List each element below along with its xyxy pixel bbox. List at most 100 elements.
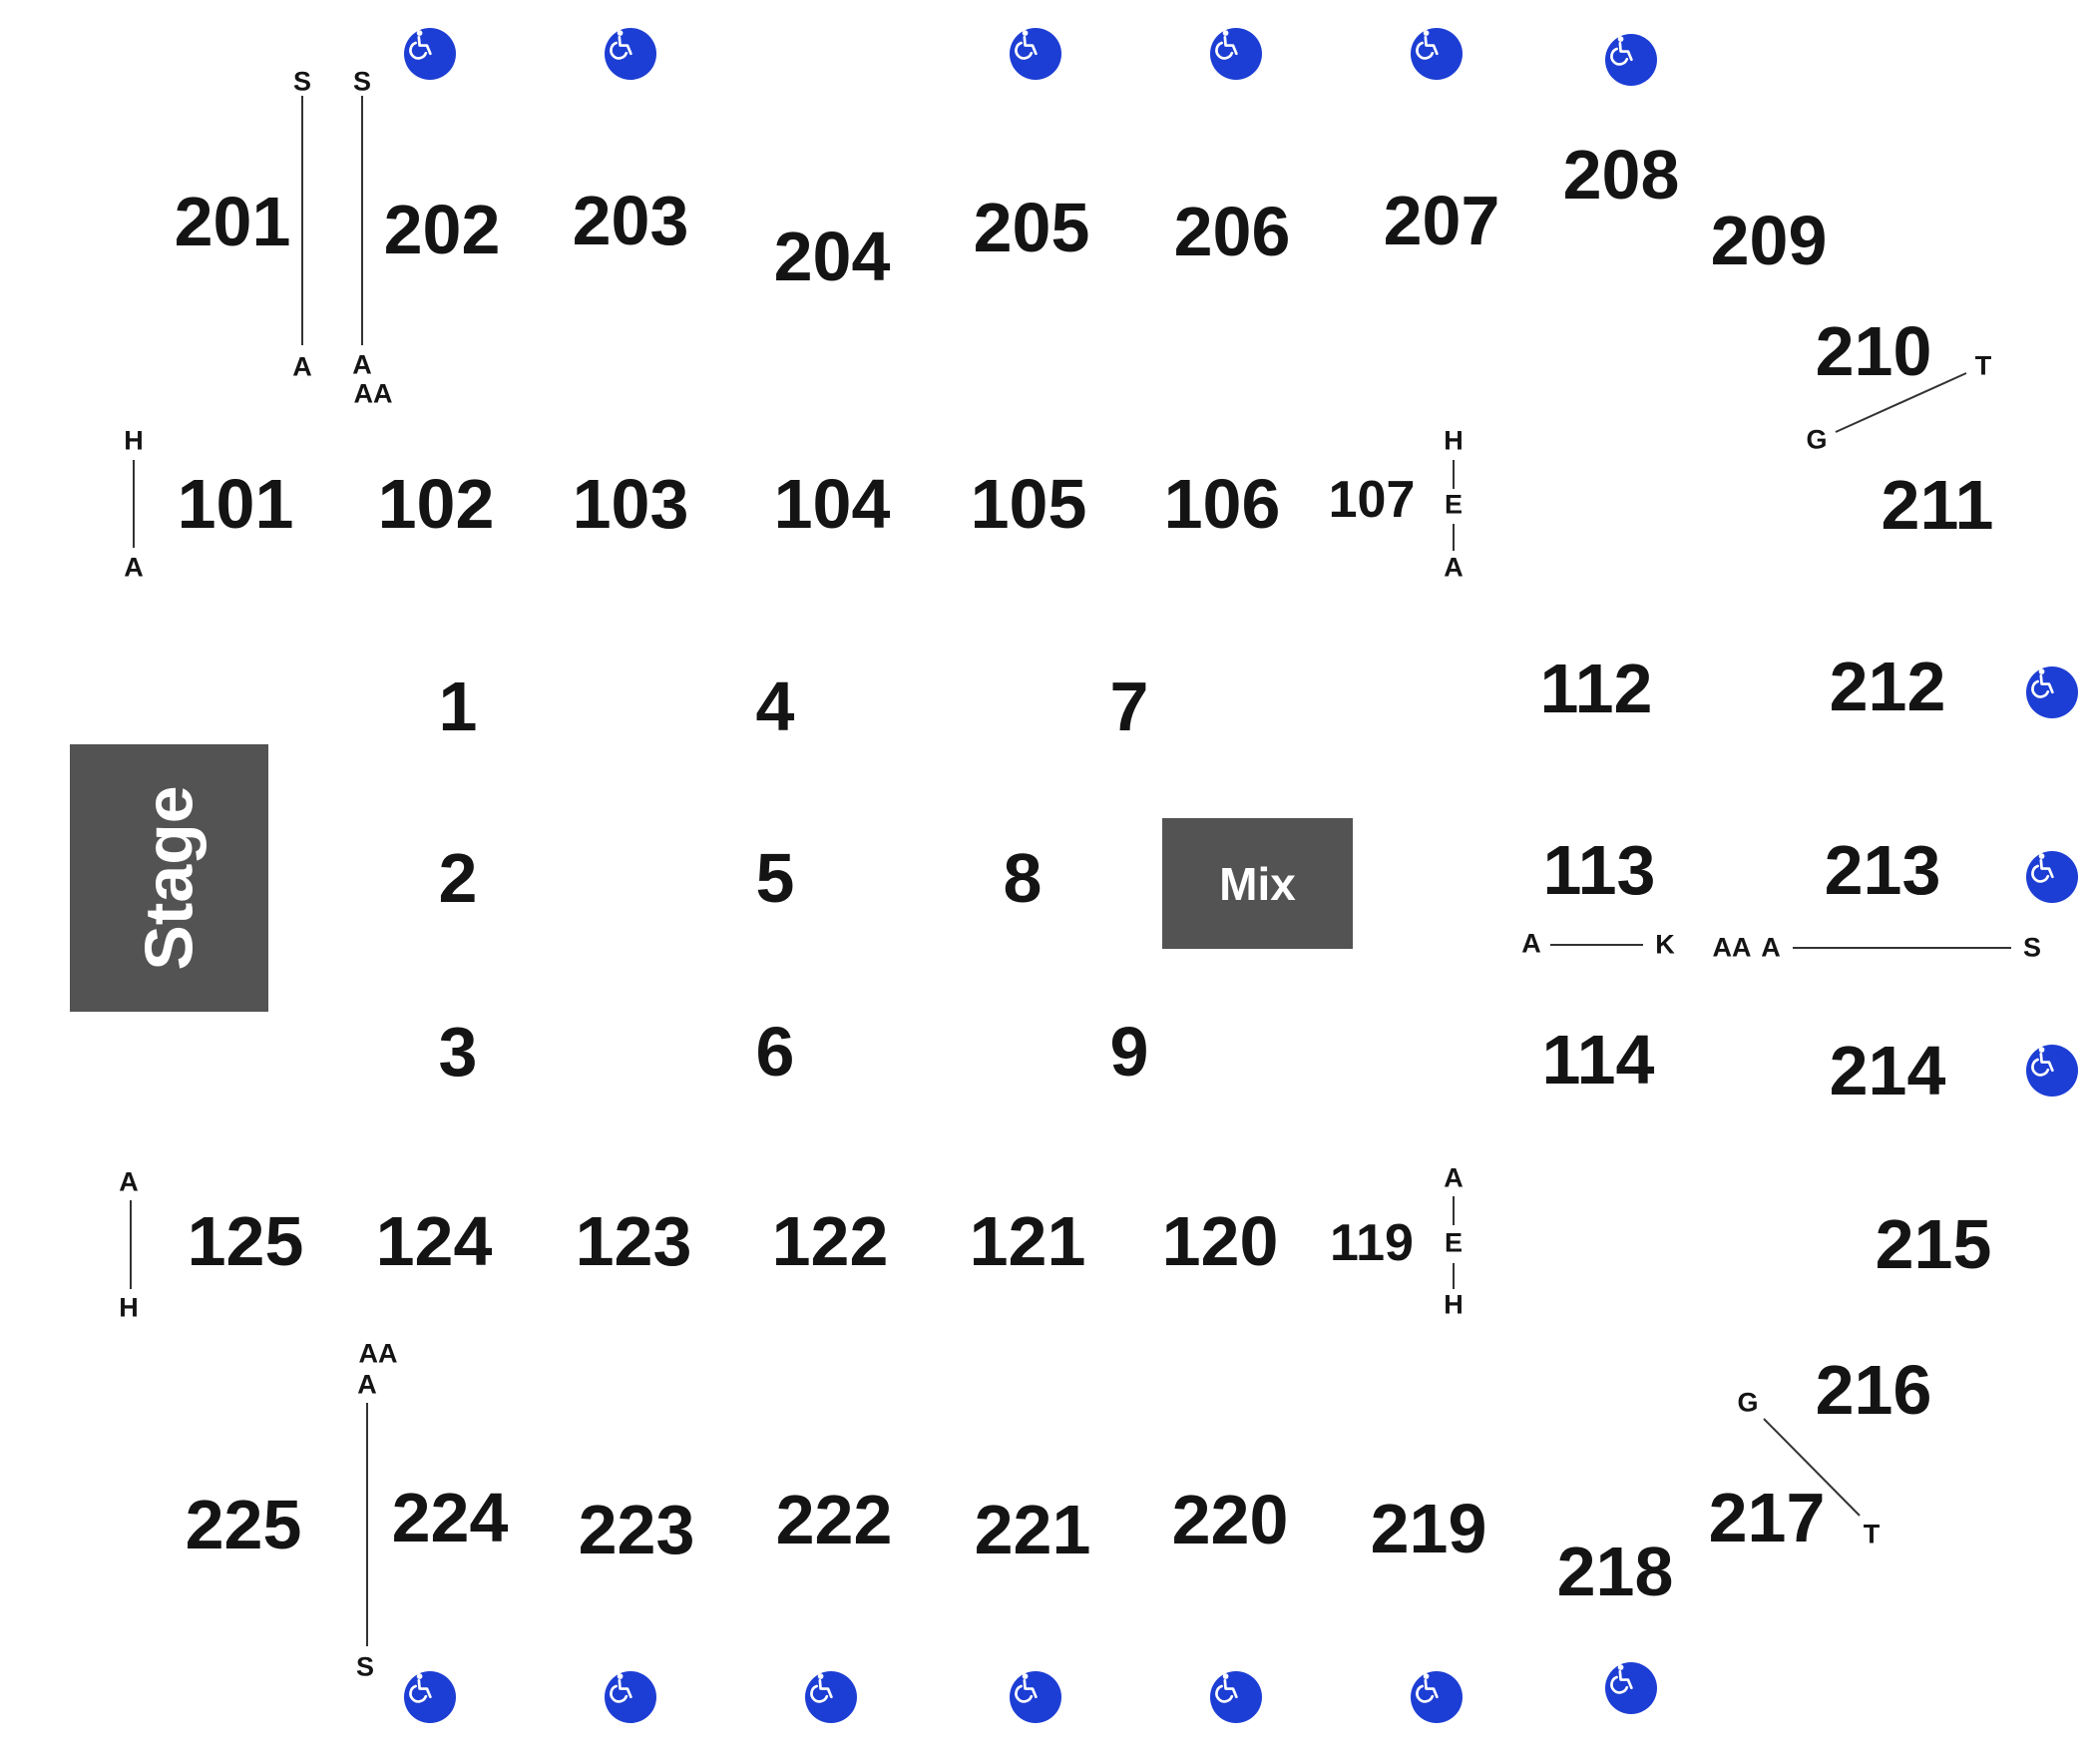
mix-position: Mix [1162, 818, 1353, 949]
row-marker-213-2: S [2022, 932, 2042, 963]
row-marker-213-1: A [1761, 932, 1781, 963]
section-215[interactable]: 215 [1875, 1205, 1992, 1283]
section-209[interactable]: 209 [1710, 202, 1828, 279]
section-223[interactable]: 223 [578, 1491, 695, 1568]
wheelchair-icon [605, 1671, 656, 1723]
row-marker-202-0: S [352, 66, 372, 97]
wheelchair-icon [1010, 28, 1061, 80]
row-marker-107-0: H [1444, 425, 1464, 456]
stage-label: Stage [131, 785, 208, 971]
stage: Stage [70, 744, 268, 1012]
section-213[interactable]: 213 [1824, 831, 1941, 909]
section-113[interactable]: 113 [1542, 831, 1656, 909]
wheelchair-icon [805, 1671, 857, 1723]
section-219[interactable]: 219 [1370, 1490, 1487, 1567]
section-218[interactable]: 218 [1556, 1533, 1674, 1610]
row-marker-101-1: A [124, 552, 144, 583]
wheelchair-icon [1210, 28, 1262, 80]
section-225[interactable]: 225 [185, 1486, 302, 1563]
section-floor-4[interactable]: 4 [755, 667, 795, 745]
section-214[interactable]: 214 [1829, 1032, 1946, 1109]
row-marker-101-0: H [124, 425, 144, 456]
wheelchair-glyph [1416, 1673, 1439, 1703]
row-marker-119-0: A [1444, 1162, 1464, 1193]
section-floor-7[interactable]: 7 [1109, 667, 1149, 745]
section-211[interactable]: 211 [1881, 466, 1994, 544]
section-207[interactable]: 207 [1383, 182, 1500, 259]
section-125[interactable]: 125 [187, 1202, 304, 1280]
row-marker-213-0: AA [1712, 932, 1752, 963]
row-marker-224-0: AA [358, 1338, 398, 1369]
row-marker-202-2: AA [353, 378, 393, 409]
row-marker-107-2: A [1444, 552, 1464, 583]
row-marker-113-1: K [1655, 929, 1675, 960]
wheelchair-icon [2026, 666, 2078, 718]
section-210[interactable]: 210 [1815, 312, 1932, 390]
wheelchair-glyph [810, 1673, 833, 1703]
section-122[interactable]: 122 [771, 1202, 889, 1280]
row-marker-113-0: A [1521, 928, 1541, 959]
wheelchair-glyph [1215, 1673, 1238, 1703]
row-marker-201-0: S [292, 66, 312, 97]
section-224[interactable]: 224 [391, 1479, 509, 1556]
row-marker-216-0: G [1737, 1387, 1759, 1418]
section-212[interactable]: 212 [1829, 648, 1946, 725]
section-216[interactable]: 216 [1815, 1351, 1932, 1429]
section-105[interactable]: 105 [970, 465, 1087, 543]
section-205[interactable]: 205 [973, 189, 1090, 266]
section-204[interactable]: 204 [773, 218, 891, 295]
row-marker-216-1: T [1863, 1519, 1881, 1549]
section-202[interactable]: 202 [383, 191, 501, 268]
section-121[interactable]: 121 [969, 1202, 1086, 1280]
row-marker-210-1: G [1806, 424, 1828, 455]
wheelchair-glyph [2031, 853, 2054, 883]
wheelchair-glyph [1015, 30, 1038, 60]
wheelchair-glyph [1215, 30, 1238, 60]
wheelchair-glyph [610, 30, 632, 60]
section-119[interactable]: 119 [1330, 1214, 1414, 1272]
section-112[interactable]: 112 [1539, 650, 1653, 727]
section-217[interactable]: 217 [1708, 1479, 1826, 1556]
section-floor-9[interactable]: 9 [1109, 1013, 1149, 1091]
section-120[interactable]: 120 [1161, 1202, 1279, 1280]
section-floor-5[interactable]: 5 [755, 839, 795, 917]
section-103[interactable]: 103 [572, 465, 689, 543]
mix-label: Mix [1219, 857, 1296, 910]
row-marker-201-1: A [292, 351, 312, 382]
row-marker-210-0: T [1974, 350, 1992, 381]
wheelchair-icon [1411, 28, 1463, 80]
section-floor-1[interactable]: 1 [438, 667, 478, 745]
section-101[interactable]: 101 [177, 465, 294, 543]
section-206[interactable]: 206 [1173, 193, 1291, 270]
wheelchair-icon [404, 28, 456, 80]
section-floor-3[interactable]: 3 [438, 1013, 478, 1091]
section-114[interactable]: 114 [1541, 1021, 1655, 1099]
section-104[interactable]: 104 [773, 465, 891, 543]
row-marker-119-1: E [1444, 1227, 1464, 1258]
wheelchair-glyph [1610, 36, 1633, 66]
section-221[interactable]: 221 [974, 1491, 1091, 1568]
wheelchair-icon [1210, 1671, 1262, 1723]
section-106[interactable]: 106 [1163, 465, 1281, 543]
wheelchair-icon [605, 28, 656, 80]
section-203[interactable]: 203 [572, 182, 689, 259]
section-201[interactable]: 201 [174, 183, 291, 260]
section-208[interactable]: 208 [1562, 136, 1680, 214]
row-marker-224-2: S [355, 1651, 375, 1682]
section-222[interactable]: 222 [775, 1481, 893, 1558]
wheelchair-icon [1010, 1671, 1061, 1723]
row-marker-202-1: A [352, 349, 372, 380]
row-line-5 [1835, 372, 1967, 433]
section-220[interactable]: 220 [1171, 1481, 1289, 1558]
row-marker-107-1: E [1444, 489, 1464, 520]
section-102[interactable]: 102 [377, 465, 495, 543]
section-107[interactable]: 107 [1328, 471, 1416, 529]
wheelchair-glyph [1015, 1673, 1038, 1703]
section-floor-2[interactable]: 2 [438, 839, 478, 917]
section-123[interactable]: 123 [575, 1202, 692, 1280]
section-floor-8[interactable]: 8 [1003, 839, 1043, 917]
section-124[interactable]: 124 [375, 1202, 493, 1280]
section-floor-6[interactable]: 6 [755, 1013, 795, 1091]
wheelchair-glyph [2031, 1047, 2054, 1077]
